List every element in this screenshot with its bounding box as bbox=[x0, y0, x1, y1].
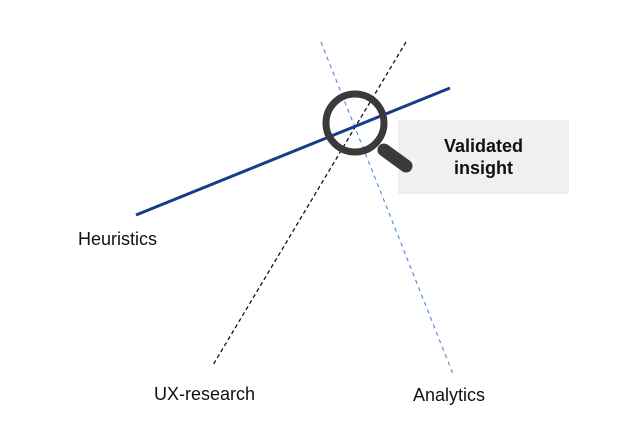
ux-research-label: UX-research bbox=[154, 384, 256, 404]
validated-insight-box: Validated insight bbox=[398, 120, 569, 194]
analytics-label: Analytics bbox=[413, 385, 486, 405]
magnifier-handle bbox=[377, 143, 413, 173]
validated-insight-text: Validated insight bbox=[443, 136, 524, 178]
heuristics-label: Heuristics bbox=[78, 229, 158, 249]
magnifier-lens bbox=[322, 90, 388, 156]
insight-box-bg bbox=[398, 120, 569, 194]
heuristics-line bbox=[135, 86, 451, 217]
ux-research-line bbox=[212, 41, 407, 366]
analytics-line bbox=[320, 41, 454, 375]
magnifier-icon bbox=[322, 90, 413, 173]
